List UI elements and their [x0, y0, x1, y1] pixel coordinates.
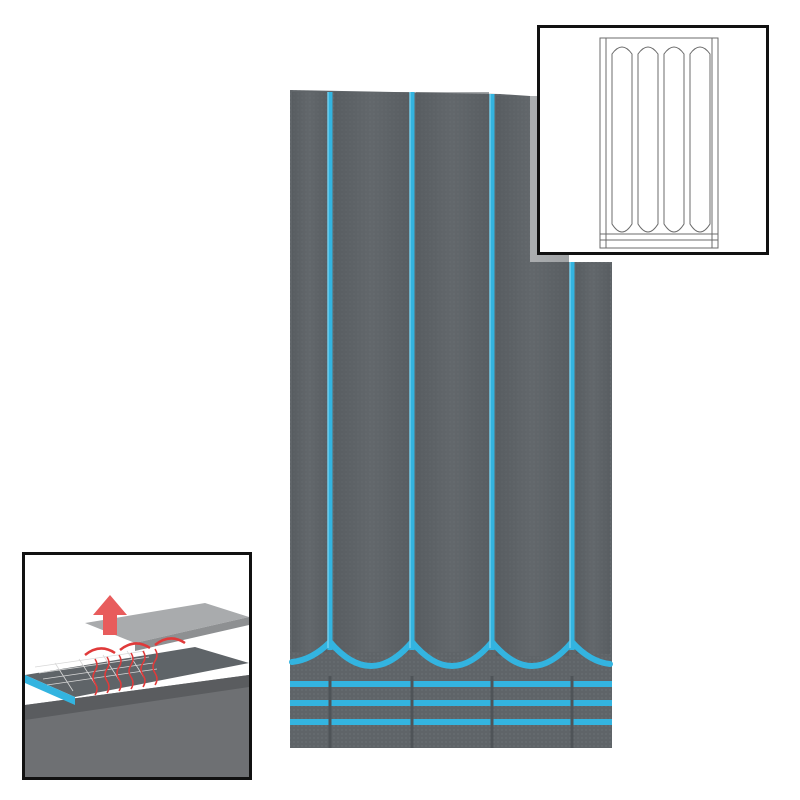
- up-arrow-icon: [93, 595, 127, 635]
- heating-layers-illustration: [25, 595, 249, 777]
- cable-mesh: [34, 650, 158, 692]
- groove-outline-drawing: [599, 37, 719, 249]
- installation-cross-section: [22, 552, 252, 780]
- horizontal-grooves: [290, 681, 612, 725]
- groove-highlights: [327, 92, 571, 648]
- heating-cable: [84, 637, 186, 656]
- groove-dividers: [328, 676, 574, 748]
- heat-wave-icon: [92, 648, 158, 696]
- vertical-grooves: [327, 92, 575, 650]
- return-arches: [289, 639, 613, 669]
- board-layout-diagram: [537, 25, 769, 255]
